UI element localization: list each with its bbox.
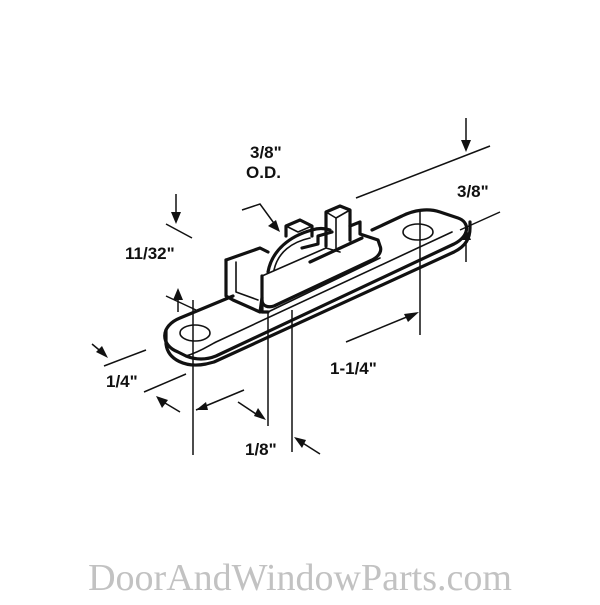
thickness-dimension xyxy=(237,310,321,455)
height-dimension xyxy=(165,194,197,312)
mount-height-label: 3/8" xyxy=(457,182,489,201)
top-tab-right xyxy=(324,204,352,249)
base-plate xyxy=(163,208,472,367)
end-offset-label: 1/4" xyxy=(106,372,138,391)
mount-height-dimension xyxy=(355,118,501,262)
wheel-od-leader xyxy=(241,203,280,232)
watermark: DoorAndWindowParts.com xyxy=(88,557,512,599)
right-mount-hole xyxy=(402,210,434,335)
left-mount-hole xyxy=(179,300,211,455)
top-tab-left xyxy=(284,218,314,238)
thickness-label: 1/8" xyxy=(245,440,277,459)
height-label: 11/32" xyxy=(125,244,175,263)
roller-housing xyxy=(224,220,383,314)
wheel-od-note-label: O.D. xyxy=(246,163,281,182)
wheel-od-value-label: 3/8" xyxy=(250,143,282,162)
hole-spacing-label: 1-1/4" xyxy=(330,359,377,378)
end-offset-dimension xyxy=(91,343,245,413)
hole-spacing-dimension xyxy=(345,312,419,343)
